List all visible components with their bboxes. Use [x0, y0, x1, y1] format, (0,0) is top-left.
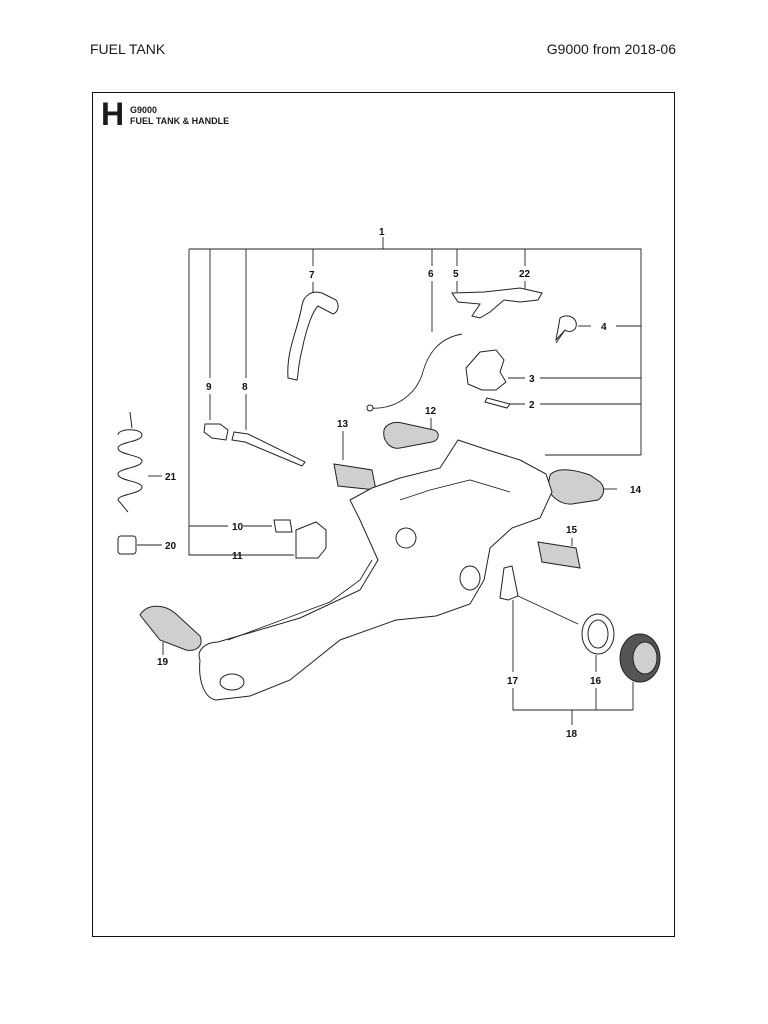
callout-14: 14 — [630, 485, 642, 496]
screw-part — [273, 519, 293, 533]
callout-17: 17 — [507, 676, 519, 687]
throttle-lockout-part — [465, 349, 507, 391]
callout-6: 6 — [428, 269, 434, 280]
callout-5: 5 — [453, 269, 459, 280]
rear-mount-part — [219, 673, 245, 691]
fuel-hose-part — [287, 291, 339, 381]
callout-15: 15 — [566, 525, 578, 536]
callout-1: 1 — [379, 227, 385, 238]
fuel-tank-handle-part — [198, 439, 553, 701]
section-model: G9000 — [130, 105, 158, 115]
fuel-cap-face-part — [632, 641, 658, 675]
parts — [117, 287, 661, 701]
callout-21: 21 — [165, 472, 177, 483]
handle-grip-part — [547, 469, 605, 505]
vibration-damper-part — [139, 605, 202, 651]
fuel-filter-part — [499, 565, 519, 601]
vibration-damper-part — [537, 541, 581, 569]
callout-9: 9 — [206, 382, 212, 393]
fuel-port-part — [459, 565, 481, 591]
vibration-damper-part — [333, 463, 377, 491]
section-letter: H — [101, 96, 125, 132]
callout-3: 3 — [529, 374, 535, 385]
callout-10: 10 — [232, 522, 244, 533]
callout-19: 19 — [157, 657, 169, 668]
callout-8: 8 — [242, 382, 248, 393]
callout-18: 18 — [566, 729, 578, 740]
section-title: FUEL TANK & HANDLE — [130, 116, 230, 126]
callout-12: 12 — [425, 406, 437, 417]
callout-22: 22 — [519, 269, 531, 280]
gasket-seal-inner-part — [587, 619, 609, 649]
coil-spring-part — [117, 411, 143, 513]
diagram-frame — [92, 92, 675, 937]
mount-bracket-part — [295, 521, 327, 559]
threaded-nut-part — [117, 535, 137, 555]
callout-20: 20 — [165, 541, 177, 552]
callout-16: 16 — [590, 676, 602, 687]
page-header-model: G9000 from 2018-06 — [546, 41, 676, 57]
tank-vent-valve-part — [203, 423, 229, 441]
cable-end-part — [366, 404, 374, 412]
callout-labels: 1 2 3 4 5 6 7 8 9 10 11 12 13 14 15 16 1… — [157, 227, 642, 740]
throttle-cable-part — [369, 333, 463, 409]
handle-cover-part — [383, 421, 439, 449]
callout-4: 4 — [601, 322, 607, 333]
trigger-spring-part — [555, 315, 577, 342]
callout-2: 2 — [529, 400, 535, 411]
throttle-trigger-part — [451, 287, 543, 319]
fuel-pickup-part — [231, 431, 306, 467]
callout-7: 7 — [309, 270, 315, 281]
page-header-title: FUEL TANK — [90, 41, 166, 57]
pivot-pin-part — [484, 397, 511, 409]
tank-opening-part — [395, 527, 417, 549]
callout-11: 11 — [232, 551, 243, 562]
callout-13: 13 — [337, 419, 349, 430]
leader-lines — [137, 237, 642, 725]
